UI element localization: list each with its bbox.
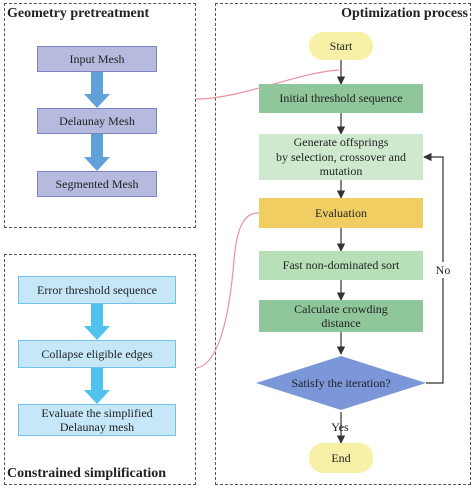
evaluation-box: Evaluation xyxy=(259,198,423,228)
non-dominated-sort-box: Fast non-dominated sort xyxy=(259,251,423,280)
block-arrow-2 xyxy=(84,134,110,171)
optimization-process-panel xyxy=(215,3,471,485)
block-arrow-4 xyxy=(84,368,110,404)
delaunay-mesh-box: Delaunay Mesh xyxy=(37,108,157,134)
geometry-pretreatment-panel xyxy=(4,3,196,228)
constrained-simplification-title: Constrained simplification xyxy=(7,466,167,481)
input-mesh-box: Input Mesh xyxy=(37,46,157,72)
start-terminal: Start xyxy=(309,32,373,60)
constrained-simplification-panel xyxy=(4,254,196,485)
optimization-process-title: Optimization process xyxy=(341,6,468,21)
block-arrow-3 xyxy=(84,304,110,340)
no-label: No xyxy=(431,262,455,278)
segmented-mesh-box: Segmented Mesh xyxy=(37,171,157,197)
decision-label: Satisfy the iteration? xyxy=(291,375,391,390)
collapse-edges-box: Collapse eligible edges xyxy=(18,340,176,368)
yes-label: Yes xyxy=(331,419,349,434)
generate-offsprings-box: Generate offsprings by selection, crosso… xyxy=(259,134,423,180)
link-evaluation-to-simplification xyxy=(195,212,261,369)
block-arrow-1 xyxy=(84,72,110,108)
geometry-pretreatment-title: Geometry pretreatment xyxy=(7,6,150,21)
crowding-distance-box: Calculate crowding distance xyxy=(259,300,423,332)
evaluate-mesh-box: Evaluate the simplified Delaunay mesh xyxy=(18,404,176,436)
end-terminal: End xyxy=(309,443,373,473)
decision-diamond xyxy=(256,356,426,410)
error-threshold-box: Error threshold sequence xyxy=(18,276,176,304)
initial-threshold-box: Initial threshold sequence xyxy=(259,84,423,113)
